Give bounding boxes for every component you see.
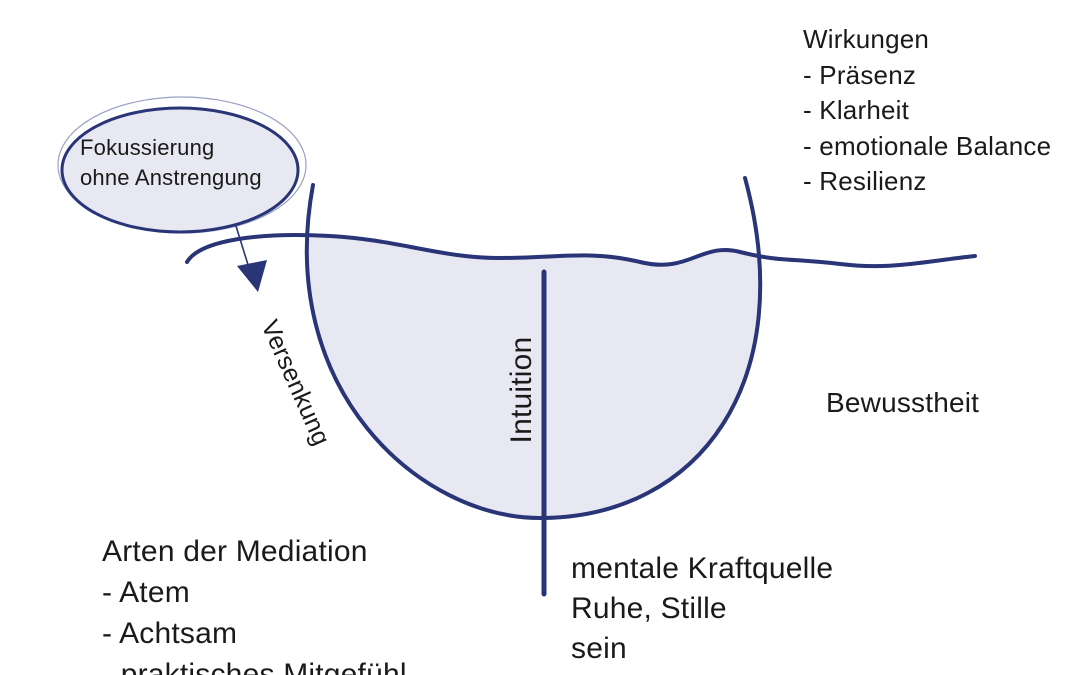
meditation-type-item: - praktisches Mitgefühl bbox=[102, 658, 407, 675]
focus-line-1: Fokussierung bbox=[80, 135, 215, 160]
meditation-types-heading: Arten der Mediation bbox=[102, 535, 368, 568]
intuition-label: Intuition bbox=[505, 336, 538, 444]
bowl-outline bbox=[305, 176, 763, 521]
effects-list: Wirkungen - Präsenz - Klarheit - emotion… bbox=[803, 22, 1051, 200]
focus-line-2: ohne Anstrengung bbox=[80, 165, 262, 190]
meditation-types-list: Arten der Mediation - Atem - Achtsam - p… bbox=[102, 531, 407, 675]
descent-arrow-line bbox=[235, 225, 250, 269]
effect-item: - Präsenz bbox=[803, 59, 917, 90]
descent-arrow-head bbox=[237, 260, 267, 292]
focus-bubble bbox=[60, 106, 300, 234]
meditation-type-item: - Achtsam bbox=[102, 617, 238, 650]
mental-source-text: mentale Kraftquelle Ruhe, Stille sein bbox=[571, 549, 833, 669]
source-line-1: mentale Kraftquelle bbox=[571, 552, 834, 585]
effect-item: - Klarheit bbox=[803, 95, 910, 125]
meditation-type-item: - Atem bbox=[102, 576, 190, 609]
source-line-3: sein bbox=[571, 632, 627, 665]
awareness-label: Bewusstheit bbox=[826, 387, 980, 418]
source-line-2: Ruhe, Stille bbox=[571, 592, 727, 625]
effect-item: - emotionale Balance bbox=[803, 130, 1052, 161]
effect-item: - Resilienz bbox=[803, 166, 927, 196]
water-surface-line bbox=[185, 233, 977, 269]
effects-heading: Wirkungen bbox=[803, 24, 930, 54]
focus-bubble-label: Fokussierung ohne Anstrengung bbox=[80, 133, 262, 193]
